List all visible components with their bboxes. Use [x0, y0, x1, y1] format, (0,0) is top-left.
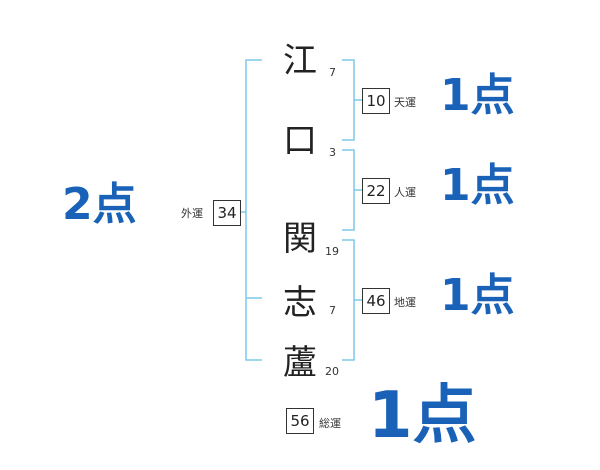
- chi-bracket: [342, 239, 355, 361]
- gai-label: 外運: [181, 207, 203, 220]
- name-char-3: 関: [283, 219, 317, 259]
- name-char-5: 蘆: [283, 343, 317, 383]
- name-char-1: 江: [283, 41, 317, 81]
- jin-label: 人運: [394, 186, 416, 199]
- stroke-count-2: 3: [329, 146, 336, 159]
- jin-value-box: 22: [362, 178, 390, 204]
- jin-bracket: [342, 149, 355, 231]
- ten-label: 天運: [394, 96, 416, 109]
- ten-value-box: 10: [362, 88, 390, 114]
- outer-bracket: [245, 59, 262, 361]
- name-char-2: 口: [283, 121, 317, 161]
- gai-score: 2点: [62, 179, 137, 230]
- sou-score: 1点: [368, 379, 477, 453]
- stroke-count-1: 7: [329, 66, 336, 79]
- ten-bracket: [342, 59, 355, 141]
- ten-score: 1点: [440, 70, 515, 121]
- chi-label: 地運: [394, 296, 416, 309]
- stroke-count-5: 20: [325, 365, 339, 378]
- sou-label: 総運: [319, 417, 341, 430]
- gai-value-box: 34: [213, 200, 241, 226]
- sou-value-box: 56: [286, 408, 314, 434]
- stroke-count-3: 19: [325, 245, 339, 258]
- jin-score: 1点: [440, 160, 515, 211]
- chi-value-box: 46: [362, 288, 390, 314]
- name-char-4: 志: [283, 283, 317, 323]
- stroke-count-4: 7: [329, 304, 336, 317]
- chi-score: 1点: [440, 270, 515, 321]
